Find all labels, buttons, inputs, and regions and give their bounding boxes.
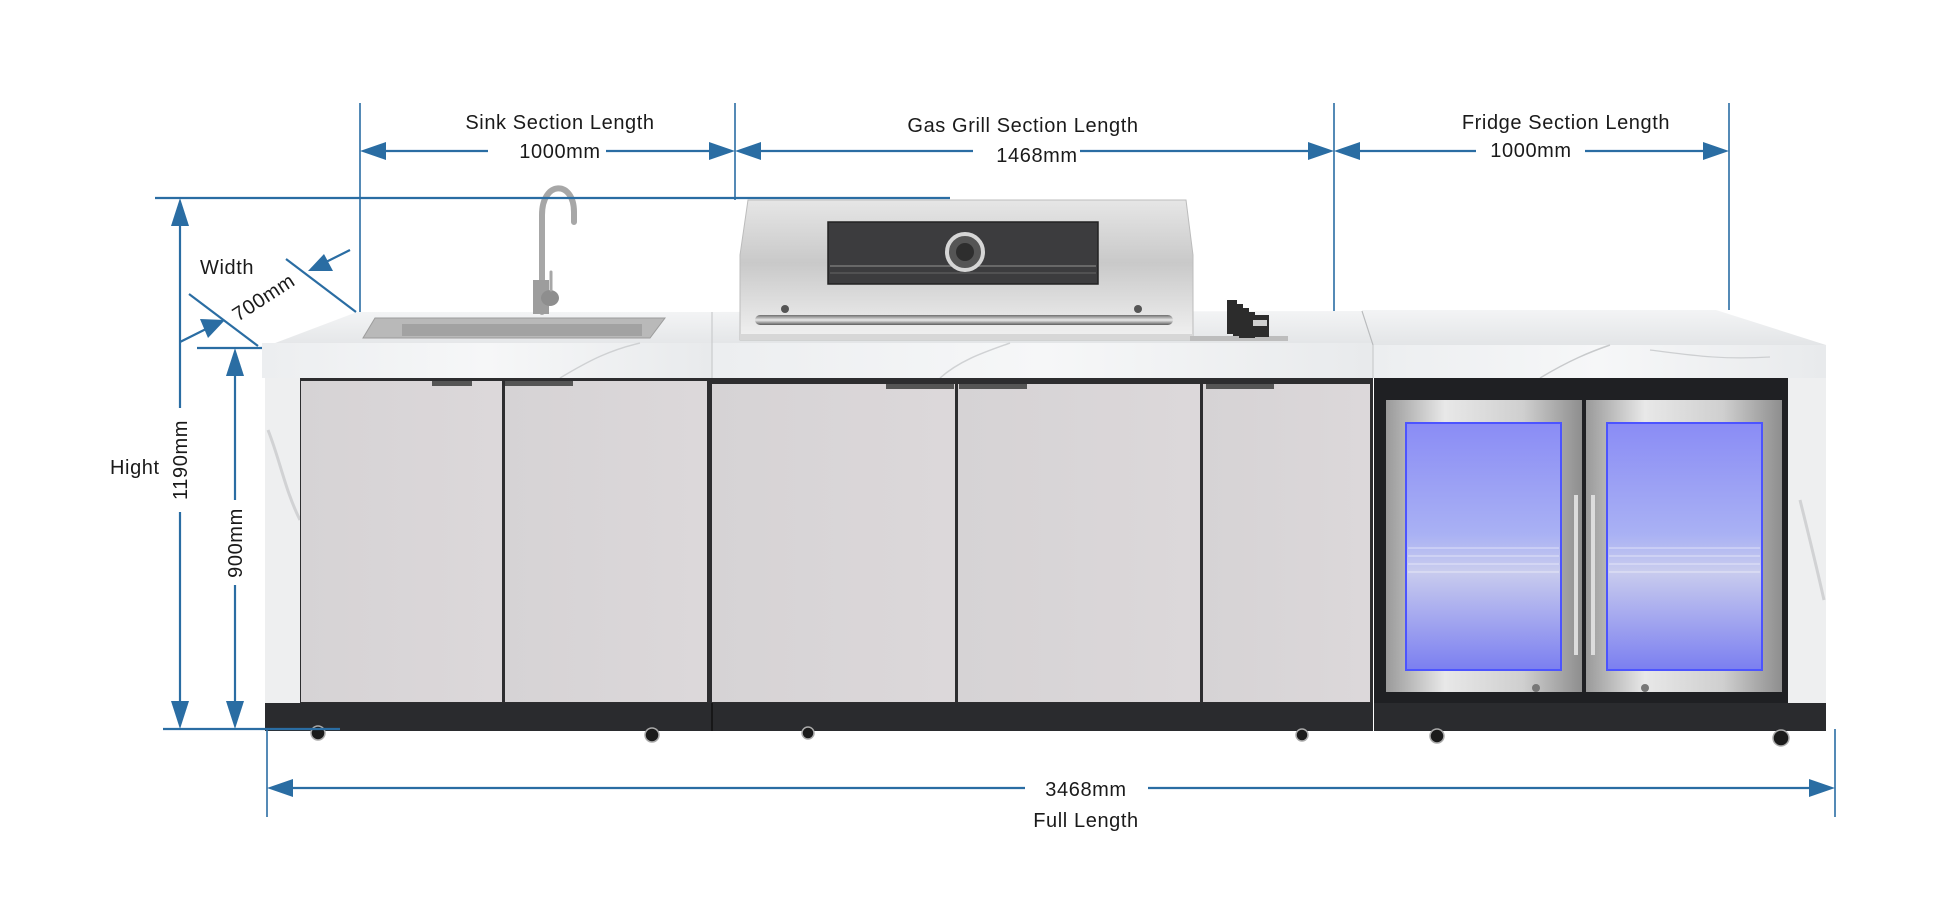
door-handle <box>505 381 573 386</box>
faucet-icon <box>533 185 577 315</box>
fridge-section-value: 1000mm <box>1490 140 1571 162</box>
fridge-section-label: Fridge Section Length <box>1462 112 1670 134</box>
door-handle <box>886 384 954 389</box>
fridge-lock-icon <box>1532 684 1540 692</box>
grill-cabinet-door-1[interactable] <box>712 384 955 702</box>
dimension-annotations <box>155 103 1836 817</box>
full-length-label: Full Length <box>1033 810 1139 832</box>
cabinet-doors <box>301 381 1370 702</box>
right-side-panel <box>1788 378 1826 704</box>
fridge-lock-icon <box>1641 684 1649 692</box>
knob-plate <box>1190 336 1288 341</box>
sink-cabinet-door-right[interactable] <box>505 381 707 702</box>
fridge-door-handle[interactable] <box>1574 495 1578 655</box>
grill-countertop-front <box>712 343 1373 378</box>
caster-wheels <box>310 725 1790 747</box>
sink-section-label: Sink Section Length <box>465 112 654 134</box>
fridge-countertop-top <box>1362 310 1826 345</box>
sink-section-value: 1000mm <box>519 141 600 163</box>
height-counter-value: 900mm <box>225 508 247 578</box>
fridge-section <box>1374 378 1826 731</box>
height-total-value: 1190mm <box>170 420 192 500</box>
fridge-door-left[interactable] <box>1386 400 1582 692</box>
door-handle <box>1206 384 1274 389</box>
grill-section-value: 1468mm <box>996 145 1077 167</box>
gas-grill <box>739 199 1194 341</box>
full-length-value: 3468mm <box>1045 779 1126 801</box>
grill-handle[interactable] <box>755 315 1173 325</box>
sink-cabinet-door-left[interactable] <box>301 381 502 702</box>
door-handle <box>432 381 472 386</box>
outdoor-kitchen-illustration <box>262 185 1826 747</box>
door-handle <box>959 384 1027 389</box>
left-side-panel <box>265 378 300 704</box>
fridge-door-right[interactable] <box>1586 400 1782 692</box>
burner-knobs[interactable] <box>1190 300 1288 341</box>
grill-section-label: Gas Grill Section Length <box>907 115 1138 137</box>
grill-cabinet-door-2[interactable] <box>958 384 1200 702</box>
left-edge-strip <box>707 381 710 702</box>
height-label: Hight <box>110 457 160 479</box>
sink-countertop-front <box>262 343 712 378</box>
fridge-door-handle[interactable] <box>1591 495 1595 655</box>
grill-cabinet-door-3[interactable] <box>1203 384 1370 702</box>
fridge-plinth <box>1374 703 1826 731</box>
cabinet-plinth <box>265 703 1373 731</box>
width-label: Width <box>200 257 254 279</box>
fridge-countertop-front <box>1373 345 1826 378</box>
